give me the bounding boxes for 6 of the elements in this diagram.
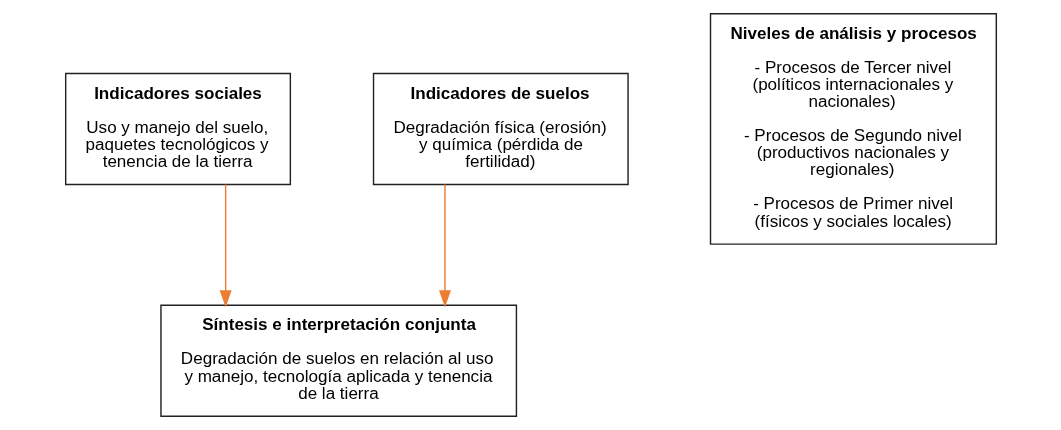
arrow [219, 183, 232, 308]
node-box: Síntesis e interpretación conjunta Degradación de suelos en relación al uso y manejo, tecnología aplicada y tenencia de la tierra [159, 304, 517, 417]
arrow [438, 183, 451, 308]
node-box: Indicadores de suelos Degradación física (erosión) y química (pérdida de fertilidad) [372, 72, 629, 186]
node-box: Niveles de análisis y procesos - Procesos de Tercer nivel (políticos internacionales y nacionales) - Procesos de Segundo nivel (productivos nacionales y regionales) - Procesos de Primer nivel (físicos y sociales locales) [709, 13, 997, 245]
node-box: Indicadores sociales Uso y manejo del suelo, paquetes tecnológicos y tenencia de la tierra [64, 72, 291, 186]
